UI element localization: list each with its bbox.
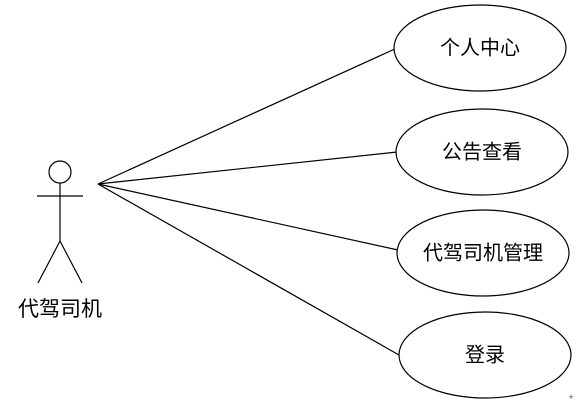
actor-label: 代驾司机 xyxy=(18,297,102,321)
corner-mark: + xyxy=(568,393,574,401)
use-case-label: 代驾司机管理 xyxy=(423,241,543,265)
association-line-personal-center xyxy=(97,47,398,185)
use-case-label: 登录 xyxy=(465,343,505,367)
association-line-login xyxy=(97,183,400,356)
use-case-ellipse xyxy=(398,311,572,399)
actor-left-leg xyxy=(37,240,61,284)
association-line-announcement xyxy=(97,151,398,185)
use-case-label: 公告查看 xyxy=(442,140,522,164)
use-case-label: 个人中心 xyxy=(440,36,520,60)
use-case-ellipse xyxy=(393,4,567,92)
actor: 代驾司机 xyxy=(18,160,102,321)
use-case-personal-center: 个人中心 xyxy=(393,4,567,92)
use-case-ellipse xyxy=(395,108,569,196)
use-case-announcement-view: 公告查看 xyxy=(395,108,569,196)
actor-stick-figure-icon xyxy=(37,160,83,284)
use-case-driver-management: 代驾司机管理 xyxy=(396,209,570,297)
association-line-driver-management xyxy=(97,183,399,251)
actor-head xyxy=(48,160,72,184)
actor-right-leg xyxy=(59,240,83,284)
use-case-ellipse xyxy=(396,209,570,297)
use-case-login: 登录 xyxy=(398,311,572,399)
